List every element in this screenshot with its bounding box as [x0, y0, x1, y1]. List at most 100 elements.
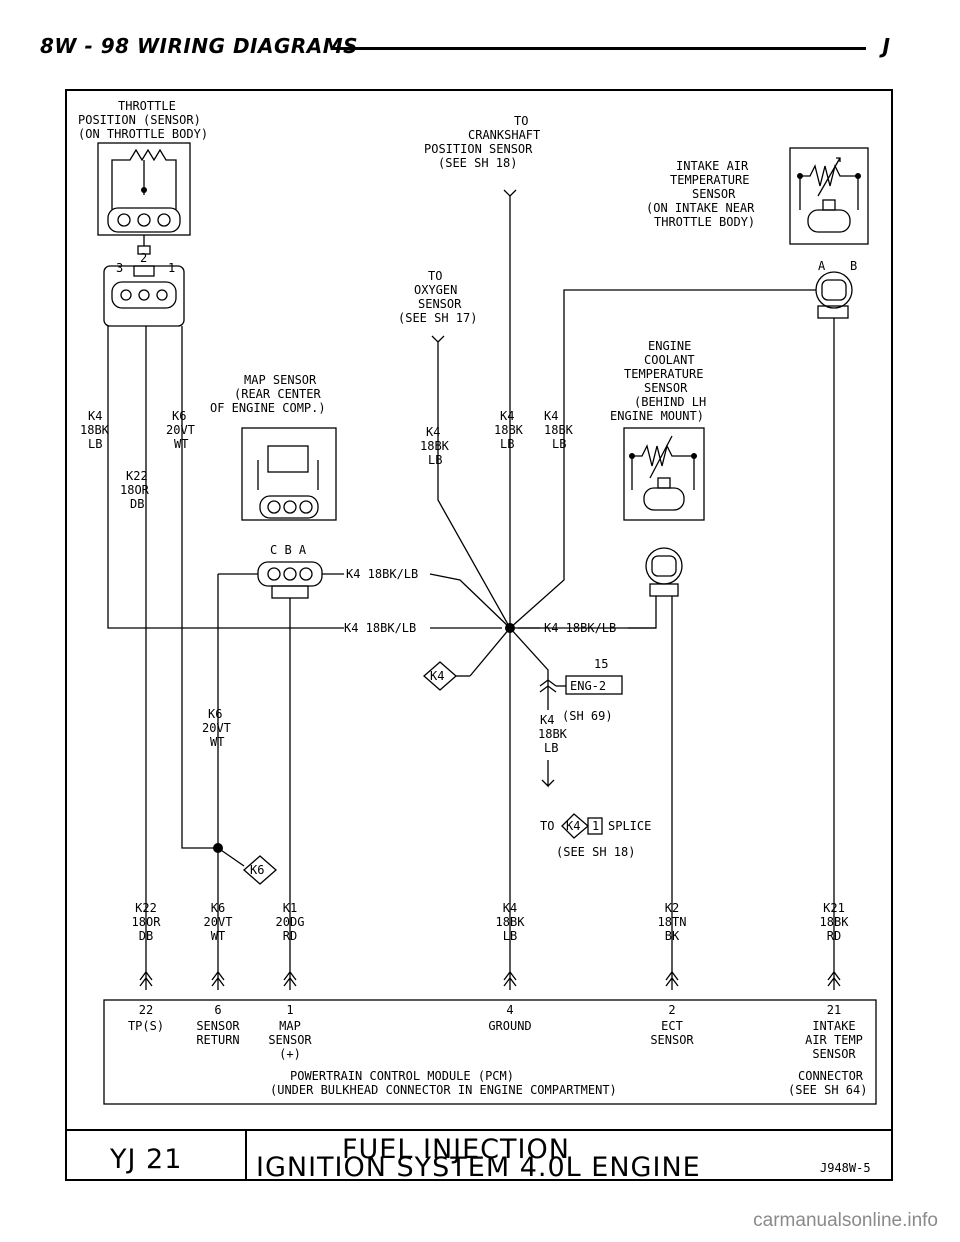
pcm-wire-id: K2: [665, 901, 679, 915]
pcm-pin-desc: TP(S): [128, 1019, 164, 1033]
iat-label: SENSOR: [692, 187, 736, 201]
pcm-pin: 6: [214, 1003, 221, 1017]
pcm-pin-desc: SENSOR: [812, 1047, 856, 1061]
pcm-wire-id: K6: [211, 901, 225, 915]
wire-label: 18BK: [538, 727, 568, 741]
svg-text:K6: K6: [250, 863, 264, 877]
pcm-pin-desc: RETURN: [196, 1033, 239, 1047]
eng2-label: ENG-2: [570, 679, 606, 693]
ect-label: ENGINE: [648, 339, 691, 353]
wire-label: LB: [552, 437, 566, 451]
crank-label: CRANKSHAFT: [468, 128, 540, 142]
pcm-wire-labels: K2218ORDB22TP(S)K620VTWT6SENSORRETURNK12…: [128, 901, 863, 1061]
wire-label: K4: [500, 409, 514, 423]
pcm-pin-desc: SENSOR: [196, 1019, 240, 1033]
pcm-pin-desc: GROUND: [488, 1019, 531, 1033]
k4-tag: K4: [423, 661, 457, 691]
ect-label: TEMPERATURE: [624, 367, 703, 381]
map-label: (REAR CENTER: [234, 387, 321, 401]
ect-label: (BEHIND LH: [634, 395, 706, 409]
tps-label-line1: THROTTLE: [118, 99, 176, 113]
connector-arrow: [211, 970, 225, 987]
crank-label: TO: [514, 114, 528, 128]
wire-label: 18BK: [420, 439, 450, 453]
ect-label: COOLANT: [644, 353, 695, 367]
ect-label: SENSOR: [644, 381, 688, 395]
wire-crank-k4: [503, 189, 517, 628]
pcm-pin-desc: INTAKE: [812, 1019, 855, 1033]
pcm-pin: 4: [506, 1003, 513, 1017]
tps-label-line3: (ON THROTTLE BODY): [78, 127, 208, 141]
pcm-connector: CONNECTOR: [798, 1069, 864, 1083]
pcm-wire-id: RD: [283, 929, 297, 943]
pcm-wire-id: K1: [283, 901, 297, 915]
pcm-pin: 22: [139, 1003, 153, 1017]
wire-label: 20VT: [166, 423, 195, 437]
wire-label: 20VT: [202, 721, 231, 735]
footer-title-1: FUEL INJECTION: [342, 1134, 570, 1165]
sh69-ref: (SH 69): [562, 709, 613, 723]
svg-text:K4: K4: [430, 669, 444, 683]
crank-label: POSITION SENSOR: [424, 142, 533, 156]
wire-map-k4: [429, 573, 511, 629]
wire-oxy-k4: [431, 335, 511, 629]
splice-num: 1: [592, 819, 599, 833]
pcm-pin: 21: [827, 1003, 841, 1017]
oxy-label: SENSOR: [418, 297, 462, 311]
wire-label: LB: [428, 453, 442, 467]
iat-label: (ON INTAKE NEAR: [646, 201, 755, 215]
splice-ref: (SEE SH 18): [556, 845, 635, 859]
pcm-wire-id: LB: [503, 929, 517, 943]
pcm-wire-id: RD: [827, 929, 841, 943]
pcm-pin: 1: [286, 1003, 293, 1017]
pcm-pin-desc: (+): [279, 1047, 301, 1061]
pcm-pin-desc: SENSOR: [650, 1033, 694, 1047]
k6-tag: K6: [243, 855, 277, 885]
pcm-wire-id: K21: [823, 901, 845, 915]
wire-label: WT: [210, 735, 224, 749]
pcm-wire-id: DB: [139, 929, 153, 943]
wire-label: 18OR: [120, 483, 150, 497]
header-rule: [332, 47, 866, 50]
iat-pin-b: B: [850, 259, 857, 273]
wire-iat-k4: [509, 289, 816, 629]
tps-pin-1: 1: [168, 261, 175, 275]
wire-tps-k6: [181, 326, 218, 849]
model-number: YJ 21: [109, 1144, 182, 1175]
pcm-wire-id: 18TN: [658, 915, 687, 929]
tps-pin-3: 3: [116, 261, 123, 275]
oxy-label: (SEE SH 17): [398, 311, 477, 325]
pcm-pin-desc: SENSOR: [268, 1033, 312, 1047]
iat-label: TEMPERATURE: [670, 173, 749, 187]
wire-label: K4: [88, 409, 102, 423]
pcm-wire-id: 18BK: [496, 915, 526, 929]
map-label: OF ENGINE COMP.): [210, 401, 326, 415]
wire-label: K4 18BK/LB: [344, 621, 416, 635]
pcm-wire-id: 18BK: [820, 915, 850, 929]
wire-label: 18BK: [80, 423, 110, 437]
tps-pin-2: 2: [140, 251, 147, 265]
wire-label: K4 18BK/LB: [544, 621, 616, 635]
pcm-wire-id: 20DG: [276, 915, 305, 929]
pcm-wire-id: 18OR: [132, 915, 162, 929]
oxy-label: OXYGEN: [414, 283, 457, 297]
iat-pin-a: A: [818, 259, 826, 273]
wire-label: 18BK: [494, 423, 524, 437]
model-code: J: [882, 34, 890, 58]
wire-label: K4 18BK/LB: [346, 567, 418, 581]
wire-label: K6: [208, 707, 222, 721]
pcm-pin-desc: ECT: [661, 1019, 683, 1033]
connector-arrow: [139, 970, 153, 987]
splice-id: K4: [566, 819, 580, 833]
oxy-label: TO: [428, 269, 442, 283]
wire-label: LB: [88, 437, 102, 451]
pcm-connector-box: [103, 999, 877, 1105]
watermark: carmanualsonline.info: [753, 1210, 938, 1231]
wire-label: K6: [172, 409, 186, 423]
wire-label: K4: [544, 409, 558, 423]
throttle-position-sensor: [97, 142, 191, 327]
map-pins: C B A: [270, 543, 307, 557]
wire-label: K22: [126, 469, 148, 483]
connector-arrow: [283, 970, 297, 987]
connector-arrow: [665, 970, 679, 987]
